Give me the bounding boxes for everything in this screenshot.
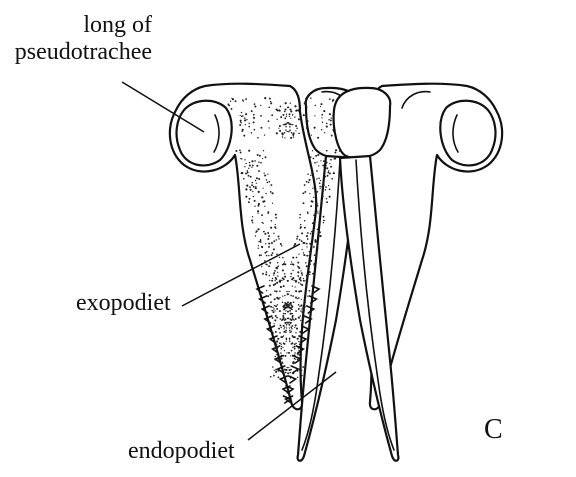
label-pseudotrachee-line2: pseudotrachee <box>15 39 152 66</box>
label-pseudotrachee: long of pseudotrachee <box>15 12 152 66</box>
label-pseudotrachee-line1: long of <box>15 12 152 39</box>
label-endopodiet: endopodiet <box>128 438 235 465</box>
left-pseudotrachea-lobe <box>177 101 232 166</box>
right-pseudotrachea-lobe <box>440 101 495 166</box>
panel-letter: C <box>484 416 503 443</box>
label-exopodiet: exopodiet <box>76 290 171 317</box>
right-basal-knob <box>334 88 391 158</box>
